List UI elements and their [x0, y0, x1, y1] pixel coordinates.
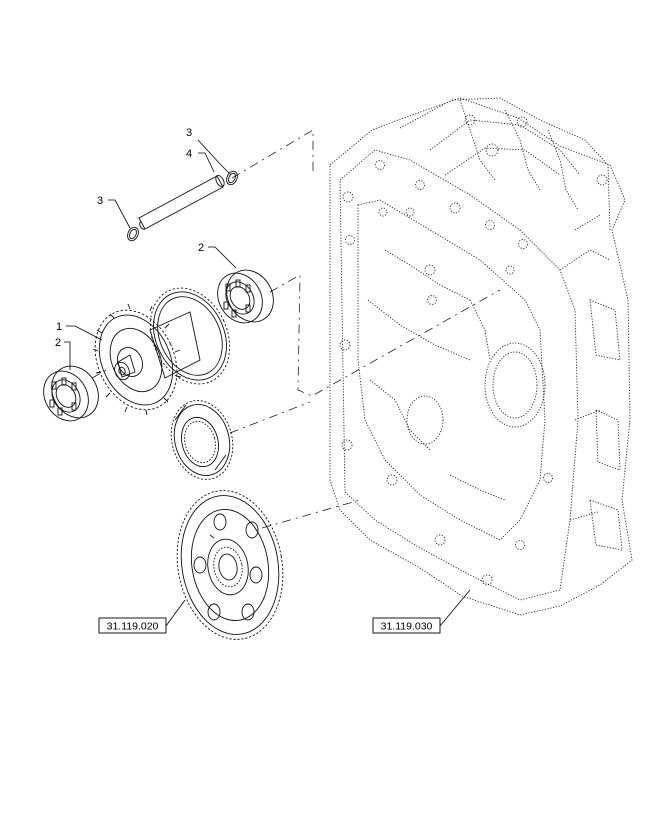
- o-ring-left: [127, 226, 139, 242]
- callout-oring-left: 3: [97, 195, 103, 207]
- bearing-rollers: [49, 377, 77, 416]
- ref-label-housing: 31.119.030: [381, 621, 433, 633]
- callout-gear-shaft: 1: [56, 321, 62, 333]
- transmission-housing: [329, 97, 633, 616]
- callout-leaders: [64, 139, 471, 627]
- assembly-centerlines: [91, 129, 501, 529]
- callout-labels: 3 4 3 2 1 2: [55, 127, 204, 349]
- bearing-rollers: [223, 279, 251, 318]
- o-ring-top: [226, 170, 238, 186]
- callout-pin: 4: [186, 148, 192, 160]
- compound-gear-shaft: [92, 287, 231, 416]
- callout-bearing-left: 2: [55, 337, 61, 349]
- gear-ring-small: [170, 400, 234, 480]
- shaft-pin: [138, 175, 225, 230]
- bearing-left: [43, 365, 99, 422]
- ref-box-gear-assembly[interactable]: 31.119.020: [98, 617, 167, 634]
- callout-bearing-right: 2: [198, 242, 204, 254]
- ref-label-gear-assembly: 31.119.020: [107, 621, 159, 633]
- large-gear: [176, 490, 284, 640]
- callout-oring-top: 3: [186, 127, 192, 139]
- ref-box-housing[interactable]: 31.119.030: [372, 617, 441, 634]
- bearing-right: [217, 269, 274, 324]
